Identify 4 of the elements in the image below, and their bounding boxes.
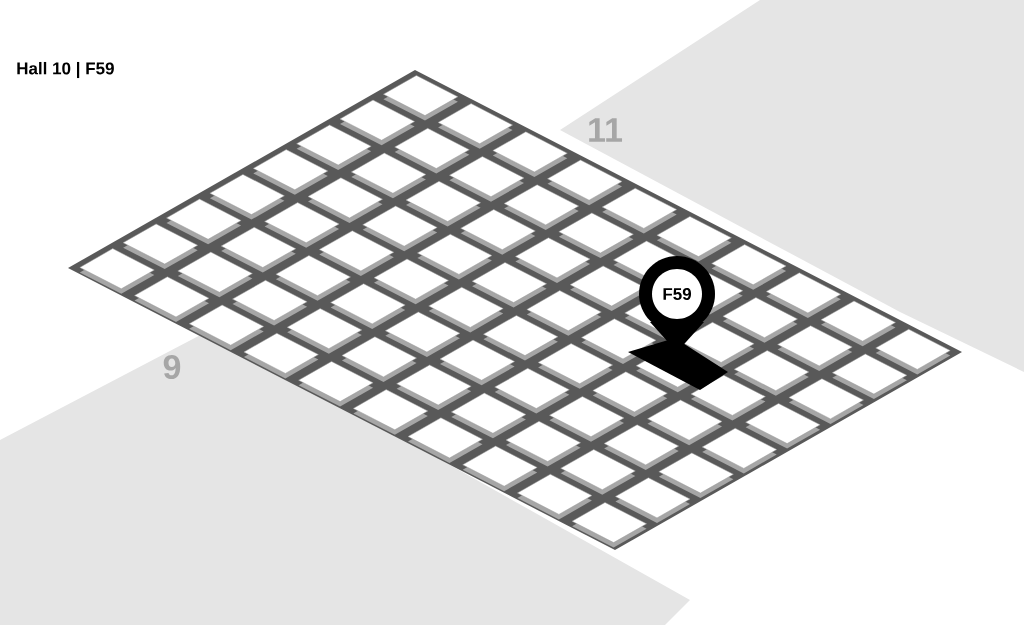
hall-stand-heading: Hall 10 | F59	[17, 61, 114, 79]
stand-marker: F59	[663, 288, 692, 301]
hall-number: 9	[163, 354, 181, 380]
hall-number: 11	[589, 118, 623, 142]
